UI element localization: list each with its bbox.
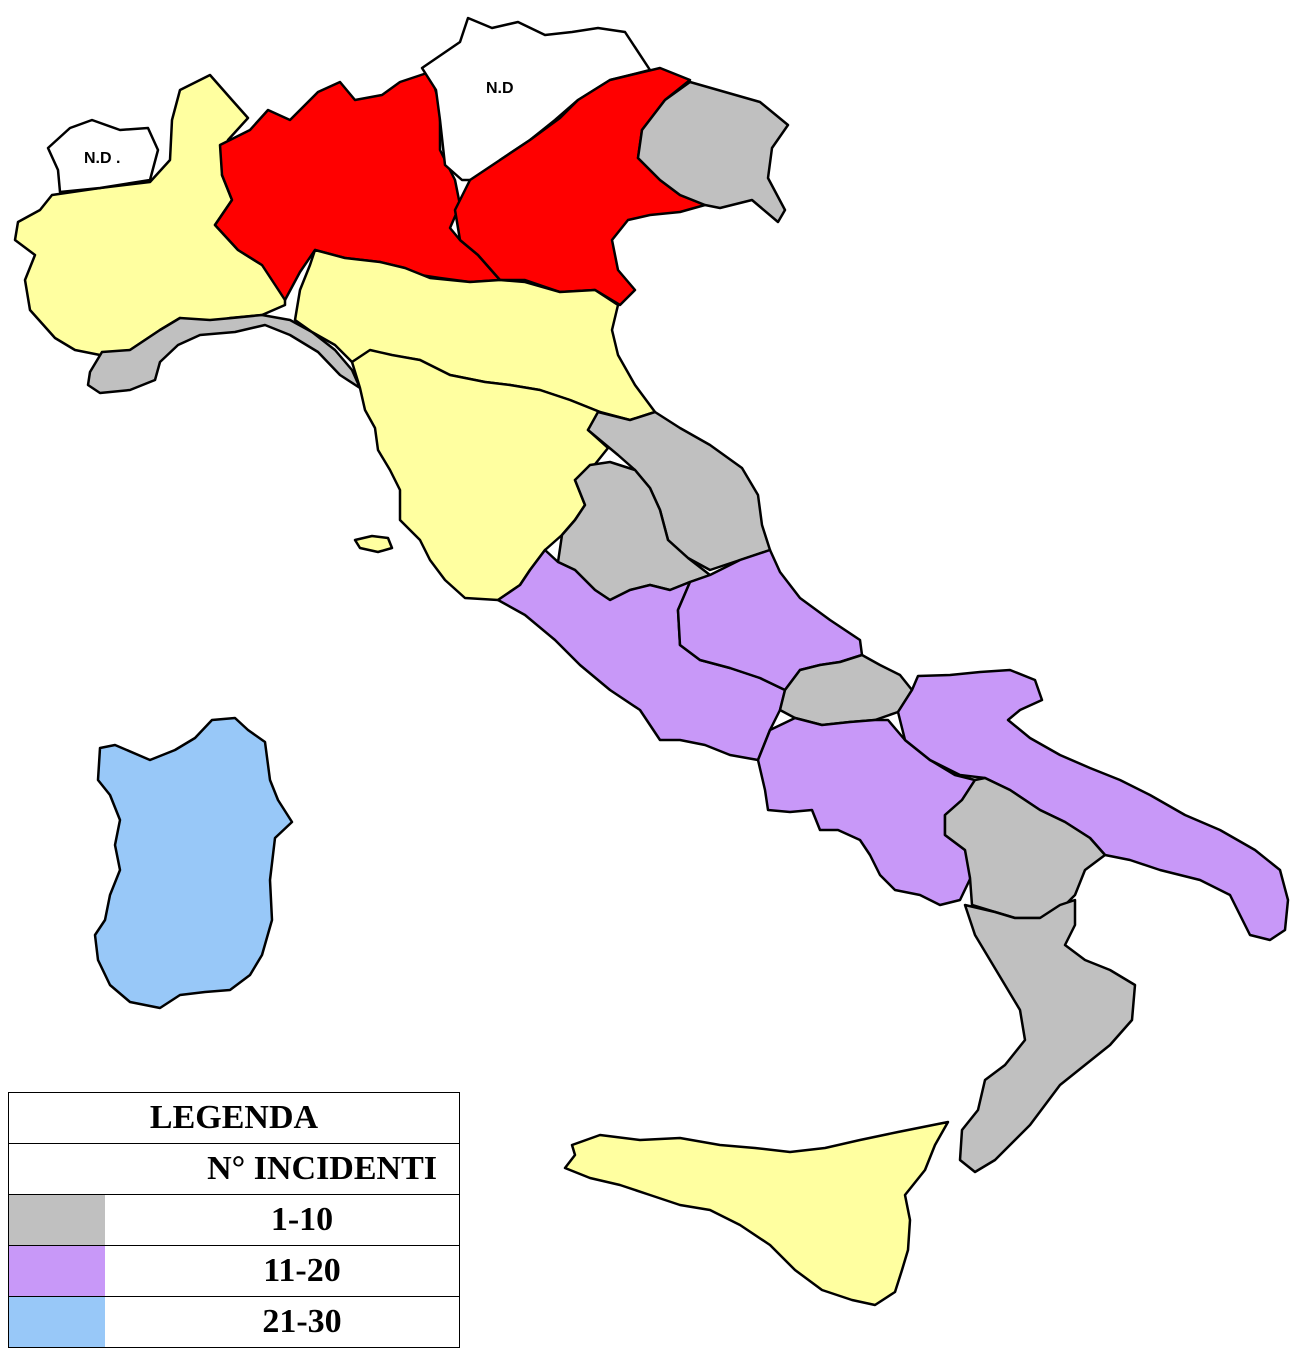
region-calabria[interactable] — [958, 898, 1137, 1174]
legend-swatch-blue — [8, 1296, 105, 1348]
region-campania[interactable] — [756, 716, 977, 907]
region-basilicata[interactable] — [943, 776, 1107, 920]
legend-subtitle: N° INCIDENTI — [8, 1143, 460, 1195]
region-sardegna[interactable] — [93, 716, 294, 1010]
legend-item: 11-20 — [8, 1245, 460, 1297]
legend-range: 21-30 — [105, 1296, 460, 1348]
label-trentino: N.D — [486, 80, 514, 97]
legend-title: LEGENDA — [8, 1092, 460, 1144]
map-legend: LEGENDA N° INCIDENTI 1-10 11-20 21-30 — [8, 1092, 460, 1348]
region-valle-daosta[interactable] — [46, 118, 160, 194]
legend-swatch-gray — [8, 1194, 105, 1246]
legend-range: 1-10 — [105, 1194, 460, 1246]
region-marche[interactable] — [586, 410, 772, 572]
region-veneto[interactable] — [453, 66, 707, 307]
legend-item: 1-10 — [8, 1194, 460, 1246]
region-liguria[interactable] — [86, 313, 362, 395]
italy-map: N.D . N.D — [13, 16, 1290, 1307]
legend-title-row: LEGENDA — [8, 1092, 460, 1144]
region-friuli[interactable] — [636, 80, 790, 224]
legend-item: 21-30 — [8, 1296, 460, 1348]
legend-swatch-purple — [8, 1245, 105, 1297]
legend-subtitle-row: N° INCIDENTI — [8, 1143, 460, 1195]
region-piemonte[interactable] — [13, 73, 287, 357]
region-sicilia[interactable] — [563, 1120, 950, 1307]
label-valle-daosta: N.D . — [84, 150, 120, 167]
island-elba[interactable] — [353, 534, 394, 554]
legend-range: 11-20 — [105, 1245, 460, 1297]
